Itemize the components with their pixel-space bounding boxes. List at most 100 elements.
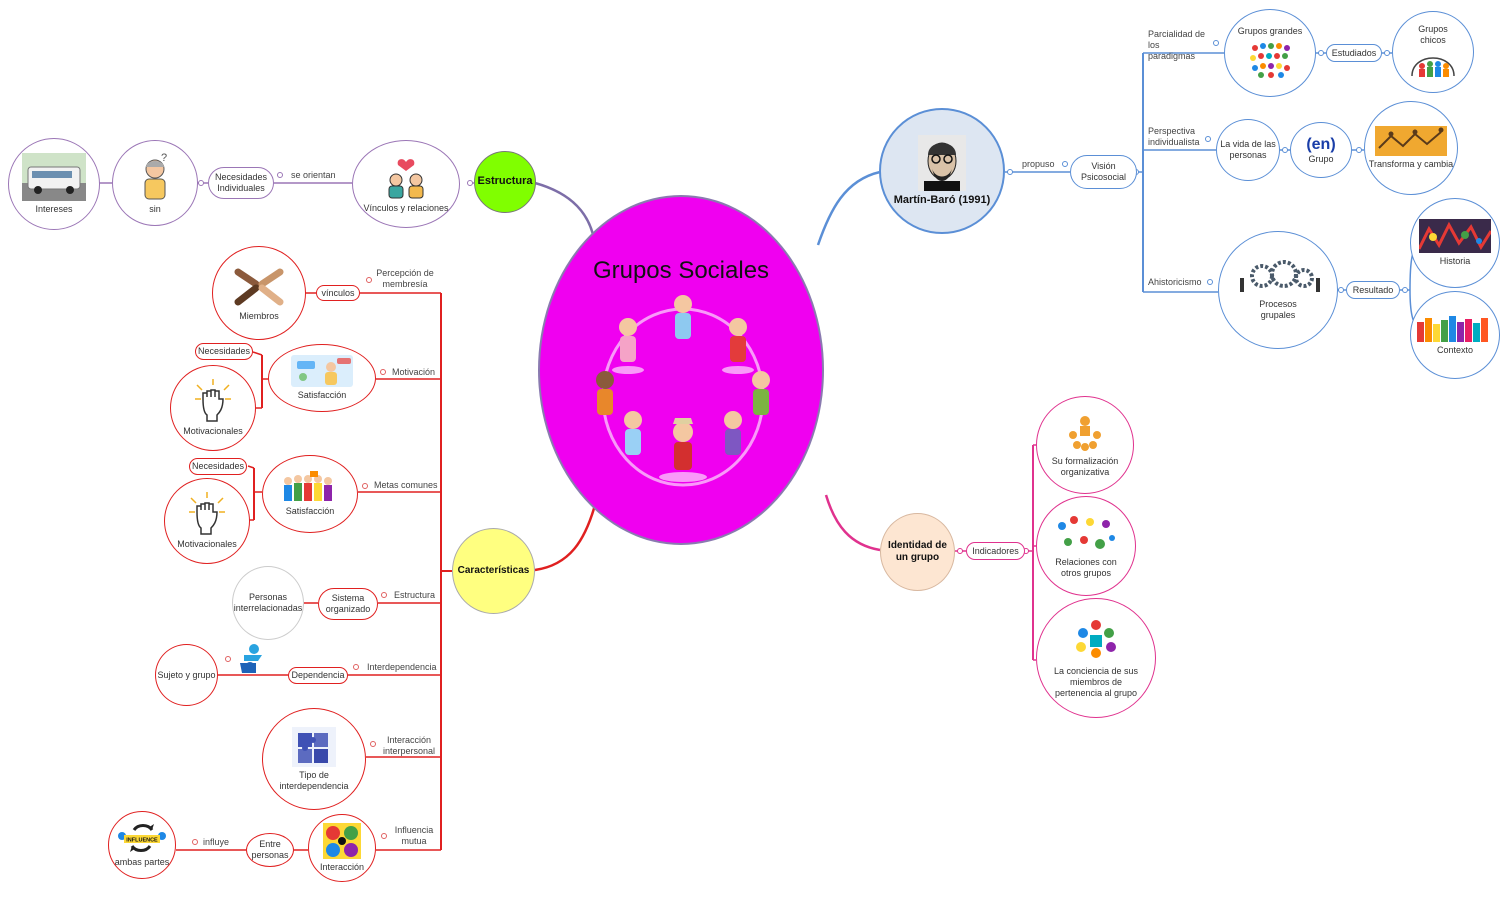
influence-badge-text: INFLUENCE — [126, 838, 158, 844]
satisfaccion1-label: Satisfacción — [297, 390, 347, 401]
sistema-organizado-label: Sistema organizado — [325, 593, 371, 614]
satisfaccion2-node[interactable]: Satisfacción — [262, 455, 358, 533]
dependencia-node[interactable]: Dependencia — [288, 667, 348, 684]
central-topic[interactable]: Grupos Sociales — [538, 195, 824, 545]
ambas-partes-node[interactable]: INFLUENCE ambas partes — [108, 811, 176, 879]
necesidades1-node[interactable]: Necesidades — [195, 343, 253, 360]
ambas-partes-label: ambas partes — [114, 857, 170, 868]
raised-fist-icon — [195, 379, 231, 422]
puzzle-pieces-icon — [292, 726, 336, 767]
miembros-node[interactable]: Miembros — [212, 246, 306, 340]
estudiados-node[interactable]: Estudiados — [1326, 44, 1382, 62]
necesidades-individuales-node[interactable]: Necesidades Individuales — [208, 167, 274, 199]
sujeto-grupo-node[interactable]: Sujeto y grupo — [155, 644, 218, 706]
vida-personas-label: La vida de las personas — [1220, 139, 1276, 160]
intereses-node[interactable]: Intereses — [8, 138, 100, 230]
entre-personas-node[interactable]: Entre personas — [246, 833, 294, 867]
team-celebration-icon — [284, 471, 332, 502]
formalizacion-node[interactable]: Su formalización organizativa — [1036, 396, 1134, 494]
link-influencia: Influencia mutua — [394, 825, 434, 846]
necesidades-individuales-label: Necesidades Individuales — [214, 172, 268, 193]
indicadores-label: Indicadores — [972, 545, 1019, 556]
transforma-cambia-label: Transforma y cambia — [1368, 159, 1454, 170]
satisfaccion1-node[interactable]: Satisfacción — [268, 344, 376, 412]
sin-label: sin — [149, 204, 161, 215]
satisfaccion2-label: Satisfacción — [285, 506, 335, 517]
interaccion-node[interactable]: Interacción — [308, 814, 376, 882]
heads-interaction-icon — [323, 823, 361, 860]
motivacionales1-label: Motivacionales — [183, 426, 243, 437]
grupo-node[interactable]: (en) Grupo — [1290, 122, 1352, 178]
vida-personas-node[interactable]: La vida de las personas — [1216, 119, 1280, 181]
joined-hands-icon — [234, 268, 284, 306]
necesidades2-node[interactable]: Necesidades — [189, 458, 247, 475]
necesidades1-label: Necesidades — [197, 346, 251, 357]
martin-baro-label: Martín-Baró (1991) — [893, 193, 991, 206]
crowd-icon — [1250, 43, 1290, 79]
martin-baro-node[interactable]: Martín-Baró (1991) — [879, 108, 1005, 234]
link-percepcion: Percepción de membresía — [376, 268, 434, 289]
resultado-node[interactable]: Resultado — [1346, 281, 1400, 299]
personas-interrelacionadas-label: Personas interrelacionadas — [233, 592, 303, 613]
link-metas: Metas comunes — [374, 480, 438, 490]
svg-text:?: ? — [161, 152, 167, 164]
identidad-node[interactable]: Identidad de un grupo — [880, 513, 955, 591]
tipo-interdependencia-label: Tipo de interdependencia — [279, 769, 349, 791]
puzzle-people-icon — [240, 644, 262, 673]
contexto-node[interactable]: Contexto — [1410, 291, 1500, 379]
small-group-icon — [1411, 57, 1455, 78]
link-influye: influye — [203, 837, 230, 847]
estudiados-label: Estudiados — [1331, 47, 1377, 58]
grupos-chicos-label: Grupos chicos — [1418, 23, 1448, 45]
en-logo-icon: (en) — [1306, 136, 1336, 153]
people-chain-icon — [1375, 126, 1447, 157]
link-propuso: propuso — [1022, 159, 1055, 169]
people-circle-illustration — [596, 295, 770, 487]
historia-node[interactable]: Historia — [1410, 198, 1500, 288]
bus-photo-icon — [22, 153, 86, 202]
influence-cycle-icon: INFLUENCE — [118, 824, 166, 853]
conciencia-label: La conciencia de sus miembros de pertene… — [1053, 666, 1139, 698]
vision-psicosocial-label: Visión Psicosocial — [1080, 161, 1127, 182]
grupos-chicos-node[interactable]: Grupos chicos — [1392, 11, 1474, 93]
martin-baro-portrait-icon — [918, 134, 966, 191]
procesos-grupales-node[interactable]: Procesos grupales — [1218, 231, 1338, 349]
intereses-label: Intereses — [35, 204, 73, 215]
link-interdependencia: Interdependencia — [367, 662, 437, 672]
identidad-label: Identidad de un grupo — [888, 540, 947, 563]
groups-network-icon — [1058, 515, 1115, 549]
necesidades2-label: Necesidades — [191, 461, 245, 472]
grupos-grandes-label: Grupos grandes — [1237, 25, 1303, 36]
central-title: Grupos Sociales — [592, 257, 770, 284]
sistema-organizado-node[interactable]: Sistema organizado — [318, 588, 378, 620]
sujeto-grupo-label: Sujeto y grupo — [157, 669, 216, 680]
relaciones-grupos-node[interactable]: Relaciones con otros grupos — [1036, 496, 1136, 596]
transforma-cambia-node[interactable]: Transforma y cambia — [1364, 101, 1458, 195]
link-estructura: Estructura — [394, 590, 436, 600]
link-se-orientan: se orientan — [291, 170, 336, 180]
estructura-label: Estructura — [477, 175, 533, 188]
motivacionales1-node[interactable]: Motivacionales — [170, 365, 256, 451]
interaccion-label: Interacción — [319, 862, 365, 873]
confused-person-icon: ? — [144, 152, 167, 200]
sin-node[interactable]: ? sin — [112, 140, 198, 226]
caracteristicas-node[interactable]: Características — [452, 528, 535, 614]
motivacionales2-node[interactable]: Motivacionales — [164, 478, 250, 564]
grupo-label: Grupo — [1308, 154, 1334, 165]
link-ahistoricismo: Ahistoricismo — [1148, 277, 1202, 287]
vinculos-relaciones-label: Vínculos y relaciones — [363, 203, 449, 214]
vision-psicosocial-node[interactable]: Visión Psicosocial — [1070, 155, 1137, 189]
conciencia-node[interactable]: La conciencia de sus miembros de pertene… — [1036, 598, 1156, 718]
link-interaccion-interpersonal: Interacción interpersonal — [382, 735, 436, 756]
grupos-grandes-node[interactable]: Grupos grandes — [1224, 9, 1316, 97]
tipo-interdependencia-node[interactable]: Tipo de interdependencia — [262, 708, 366, 810]
satisfaction-chat-icon — [291, 355, 353, 388]
vinculos-relaciones-node[interactable]: Vínculos y relaciones — [352, 140, 460, 228]
indicadores-node[interactable]: Indicadores — [966, 542, 1025, 560]
vinculos-node[interactable]: vínculos — [316, 285, 360, 301]
estructura-node[interactable]: Estructura — [474, 151, 536, 213]
unity-circle-people-icon — [1076, 620, 1116, 659]
personas-interrelacionadas-node[interactable]: Personas interrelacionadas — [232, 566, 304, 640]
link-parcialidad: Parcialidad de los paradigmas — [1148, 29, 1206, 61]
